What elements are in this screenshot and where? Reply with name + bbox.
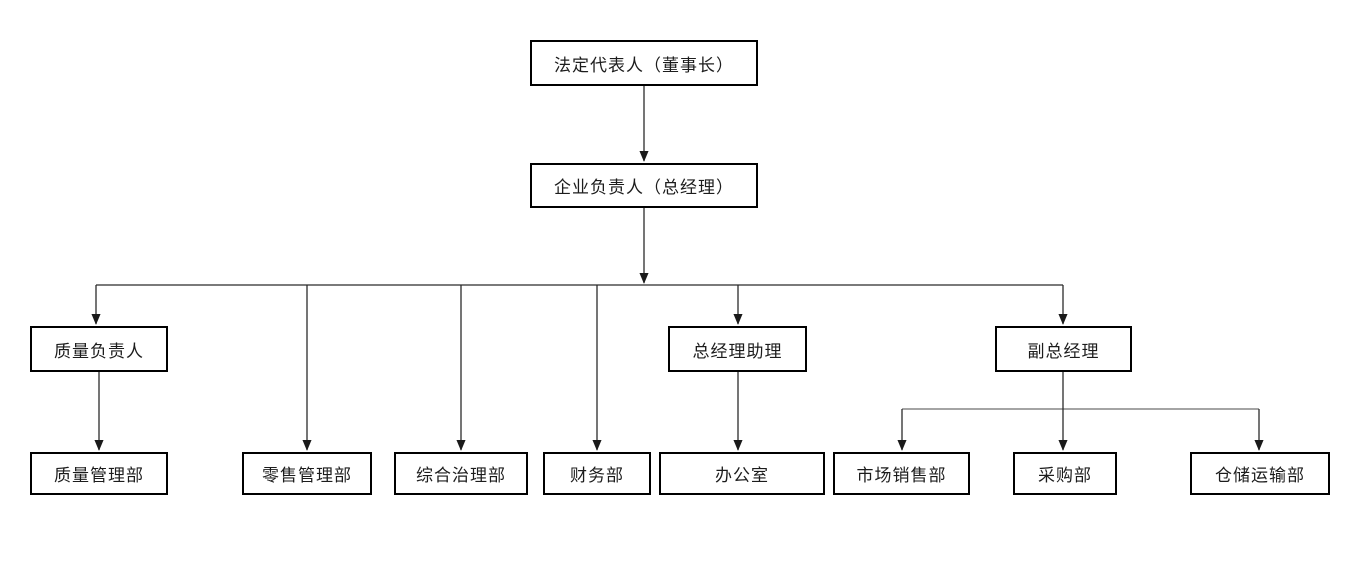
node-legal-representative: 法定代表人（董事长） [530,40,758,86]
node-quality-manager: 质量负责人 [30,326,168,372]
node-warehouse-transport-dept: 仓储运输部 [1190,452,1330,495]
node-gm-assistant: 总经理助理 [668,326,807,372]
node-quality-management-dept: 质量管理部 [30,452,168,495]
node-deputy-general-manager: 副总经理 [995,326,1132,372]
node-finance-dept: 财务部 [543,452,651,495]
node-purchasing-dept: 采购部 [1013,452,1117,495]
node-retail-management-dept: 零售管理部 [242,452,372,495]
node-governance-dept: 综合治理部 [394,452,528,495]
node-office: 办公室 [659,452,825,495]
node-general-manager: 企业负责人（总经理） [530,163,758,208]
node-marketing-sales-dept: 市场销售部 [833,452,970,495]
